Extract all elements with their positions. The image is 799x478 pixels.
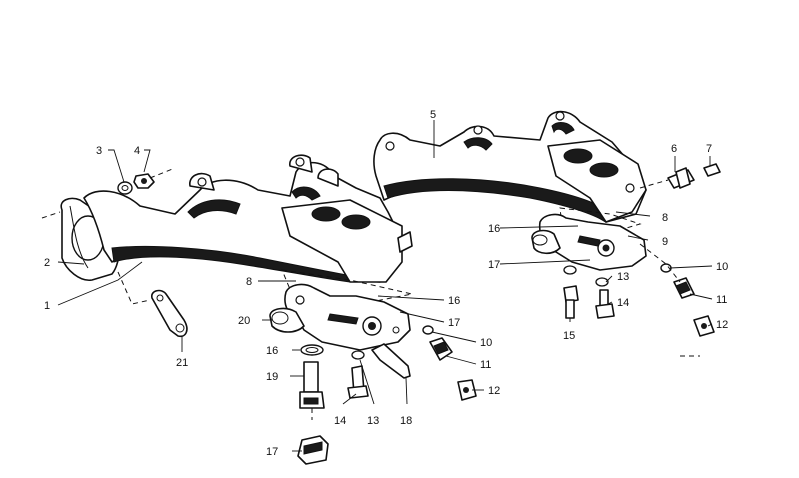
callout-9: 9 — [662, 236, 668, 248]
callout-21: 21 — [176, 357, 188, 369]
callout-18: 18 — [400, 415, 412, 427]
outlet-gasket-front — [281, 269, 413, 305]
callout-14-right: 14 — [617, 297, 629, 309]
callout-17-mid: 17 — [448, 317, 460, 329]
cap-12-left — [457, 379, 477, 401]
flange-axis-dash — [41, 211, 61, 219]
exhaust-manifold-rear — [373, 110, 647, 223]
callout-16-left: 16 — [266, 345, 278, 357]
gasket-ring-16-left — [300, 344, 324, 356]
cap-12-right — [693, 315, 715, 337]
callout-13-left: 13 — [367, 415, 379, 427]
callout-1: 1 — [44, 300, 50, 312]
callout-11-left: 11 — [480, 359, 491, 371]
washer-3 — [117, 181, 133, 195]
callout-10-right: 10 — [716, 261, 728, 273]
callout-7: 7 — [706, 143, 712, 155]
bracket-leader-dash — [117, 271, 151, 305]
plug-17-left — [297, 435, 329, 465]
bolt-14-right — [595, 289, 615, 319]
callout-8-left: 8 — [246, 276, 252, 288]
bolt-15 — [563, 285, 579, 319]
washer-13-left — [351, 350, 365, 360]
callout-2: 2 — [44, 257, 50, 269]
bracket-21 — [151, 289, 188, 338]
callout-11-right: 11 — [716, 294, 727, 306]
callout-20: 20 — [238, 315, 250, 327]
lower-housing-front — [269, 283, 411, 351]
washer-13-right-b — [595, 277, 609, 287]
callout-13-right: 13 — [617, 271, 629, 283]
exhaust-manifold-front — [60, 154, 413, 283]
stud-axis-dash — [149, 167, 176, 179]
stud-6 — [667, 167, 695, 189]
callout-6: 6 — [671, 143, 677, 155]
callout-12-right: 12 — [716, 319, 728, 331]
oring-10-left — [422, 325, 434, 335]
leader-lines — [57, 120, 713, 452]
callout-15: 15 — [563, 330, 575, 342]
callout-12-left: 12 — [488, 385, 500, 397]
stud-axis-dash-right — [639, 179, 669, 189]
callout-14-left: 14 — [334, 415, 346, 427]
callout-5: 5 — [430, 109, 436, 121]
callout-labels: 1 2 3 4 5 6 7 8 8 9 10 10 11 11 12 12 13… — [44, 109, 728, 458]
callout-16-mid: 16 — [448, 295, 460, 307]
bolt-14-left — [347, 365, 369, 399]
callout-17-top: 17 — [488, 259, 500, 271]
pin-7 — [703, 163, 721, 177]
callout-8-right: 8 — [662, 212, 668, 224]
washer-13-right-a — [563, 265, 577, 275]
callout-10-left: 10 — [480, 337, 492, 349]
callout-17-bottom: 17 — [266, 446, 278, 458]
lower-housing-rear — [531, 213, 647, 271]
callout-4: 4 — [134, 145, 140, 157]
fitting-11-right — [673, 277, 695, 299]
bracket-18 — [371, 343, 411, 379]
callout-19: 19 — [266, 371, 278, 383]
sensor-19 — [299, 361, 325, 420]
callout-3: 3 — [96, 145, 102, 157]
fitting-axis-dash — [639, 243, 681, 283]
fitting-11-left — [429, 337, 453, 361]
callout-16-top: 16 — [488, 223, 500, 235]
nut-4 — [133, 173, 155, 189]
